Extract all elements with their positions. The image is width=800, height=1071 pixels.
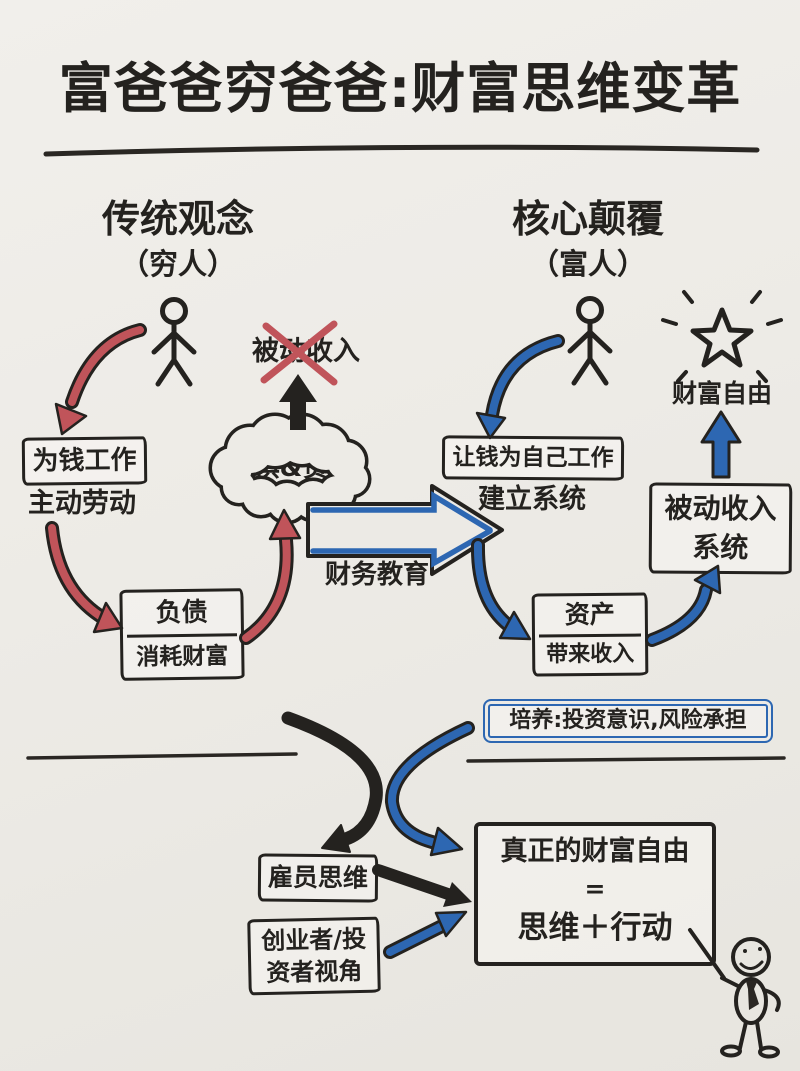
page-title: 富爸爸穷爸爸:财富思维变革	[58, 57, 742, 120]
cultivate-label: 培养:投资意识,风险承担	[509, 708, 747, 733]
entrepreneur-box: 创业者/投 资者视角	[247, 916, 381, 996]
employee-mindset-label: 雇员思维	[267, 862, 369, 893]
entrepreneur-label-line1: 创业者/投	[260, 924, 367, 956]
black-up-arrow	[279, 374, 317, 430]
blue-cross-arrow-to-result	[385, 721, 475, 857]
system-label: 系统	[692, 530, 749, 565]
financial-education-label: 财务教育	[324, 560, 429, 590]
work-for-money-box: 为钱工作	[21, 436, 148, 486]
employee-mindset-box: 雇员思维	[257, 853, 379, 903]
crossed-passive-income-label: 被动收入	[252, 336, 360, 367]
passive-income-system-box: 被动收入 系统	[648, 482, 793, 575]
consume-wealth-label: 消耗财富	[136, 643, 229, 671]
section-heading-traditional: 传统观念	[101, 197, 254, 241]
stick-figure-poor-icon	[151, 297, 197, 387]
section-subheading-poor: （穷人）	[119, 247, 236, 281]
asset-label: 资产	[564, 599, 615, 630]
wealth-freedom-label: 财富自由	[671, 379, 772, 408]
cultivate-box: 培养:投资意识,风险承担	[483, 699, 773, 743]
blue-arrow-entrepreneur-to-result	[383, 910, 468, 959]
section-heading-core: 核心颠覆	[511, 197, 664, 241]
black-arrow-employee-to-result	[372, 864, 472, 907]
stick-figure-rich-icon	[567, 296, 613, 386]
red-arrow-figure-to-work	[54, 323, 147, 436]
cloud-label: 恐惧&贪婪	[227, 453, 355, 483]
result-box: 真正的财富自由 = 思维＋行动	[474, 822, 716, 966]
star-icon	[661, 290, 783, 383]
result-line3: 思维＋行动	[517, 910, 673, 946]
result-line1: 真正的财富自由	[500, 836, 690, 867]
divider-right	[466, 756, 786, 763]
passive-income-label: 被动收入	[664, 491, 777, 526]
red-arrow-work-to-debt	[45, 521, 124, 634]
black-cross-arrow-to-employee	[281, 711, 383, 853]
mindset-change-label: 思维变革	[328, 515, 433, 545]
build-system-caption: 建立系统	[478, 484, 586, 515]
active-labor-caption: 主动劳动	[28, 488, 136, 519]
section-subheading-rich: （富人）	[529, 247, 646, 281]
result-equals: =	[584, 874, 606, 903]
red-arrow-debt-to-cloud	[239, 508, 302, 645]
work-for-money-label: 为钱工作	[32, 445, 137, 477]
blue-arrow-asset-to-passive	[645, 564, 722, 647]
money-works-box: 让钱为自己工作	[441, 435, 625, 481]
asset-box: 资产 带来收入	[531, 592, 649, 677]
money-works-label: 让钱为自己工作	[452, 444, 614, 472]
entrepreneur-label-line2: 资者视角	[266, 956, 363, 987]
title-underline	[43, 144, 760, 157]
debt-label: 负债	[155, 597, 208, 629]
blue-up-arrow	[700, 410, 742, 479]
tie	[746, 980, 759, 1010]
debt-box: 负债 消耗财富	[119, 588, 245, 681]
blue-arrow-money-to-asset	[470, 538, 532, 641]
divider-left	[26, 752, 298, 760]
blue-arrow-figure-to-money	[475, 334, 565, 440]
income-label: 带来收入	[546, 641, 635, 668]
